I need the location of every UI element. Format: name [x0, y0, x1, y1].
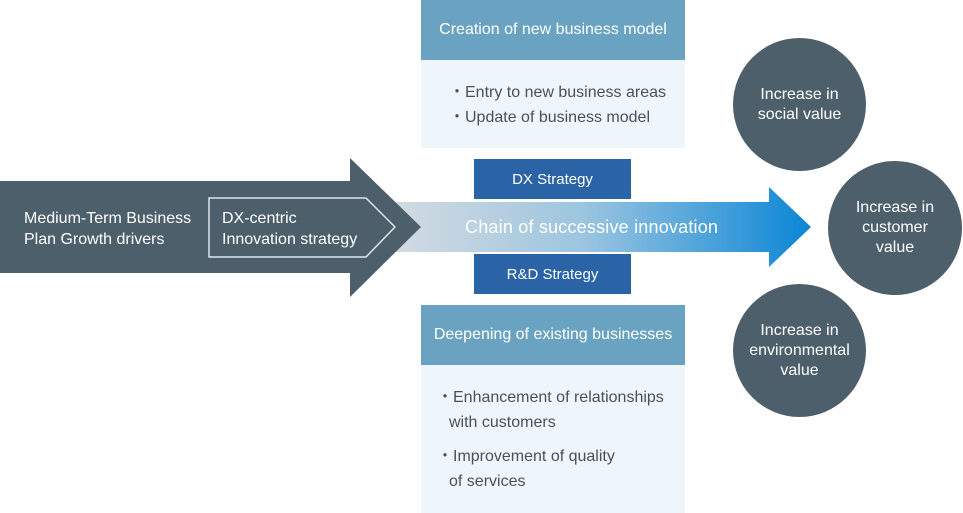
deepening-box-body: ・Enhancement of relationships with custo… [421, 365, 685, 513]
chain-of-innovation-arrow [395, 187, 811, 267]
dx-centric-label: DX-centric Innovation strategy [222, 208, 357, 250]
social-value-line2: social value [757, 105, 842, 123]
creation-item: ・Update of business model [449, 109, 651, 126]
dx-centric-line2: Innovation strategy [222, 231, 358, 248]
growth-drivers-label: Medium-Term Business Plan Growth drivers [24, 208, 191, 250]
environmental-value-line1: Increase in [760, 321, 839, 339]
customer-value-circle: Increase in customer value [828, 161, 962, 295]
dx-centric-line1: DX-centric [222, 210, 297, 227]
deepening-item-line1: ・Enhancement of relationships [437, 389, 664, 406]
customer-value-line1: Increase in [855, 199, 935, 216]
deepening-item-line1: ・Improvement of quality [437, 448, 615, 465]
social-value-line1: Increase in [760, 85, 839, 103]
environmental-value-line3: value [780, 361, 819, 379]
dx-strategy-box: DX Strategy [474, 159, 631, 199]
creation-box-body: ・Entry to new business areas ・Update of … [421, 60, 685, 148]
dx-centric-arrow-outline [208, 197, 397, 258]
growth-drivers-line2: Plan Growth drivers [24, 231, 165, 248]
customer-value-line3: value [875, 239, 915, 256]
deepening-item-line2: of services [449, 473, 526, 490]
growth-drivers-line1: Medium-Term Business [24, 210, 192, 227]
chain-label: Chain of successive innovation [465, 217, 719, 237]
rd-strategy-box: R&D Strategy [474, 254, 631, 294]
deepening-item: ・Enhancement of relationships with custo… [437, 385, 685, 435]
deepening-box-title: Deepening of existing businesses [421, 305, 685, 365]
deepening-item: ・Improvement of quality of services [437, 444, 685, 494]
growth-drivers-arrow [0, 158, 421, 297]
deepening-item-line2: with customers [449, 414, 556, 431]
environmental-value-circle: Increase in environmental value [733, 284, 866, 417]
creation-item: ・Entry to new business areas [449, 84, 666, 101]
creation-box-title: Creation of new business model [421, 0, 685, 60]
social-value-circle: Increase in social value [733, 38, 866, 171]
environmental-value-line2: environmental [749, 341, 850, 359]
customer-value-line2: customer [862, 219, 928, 236]
